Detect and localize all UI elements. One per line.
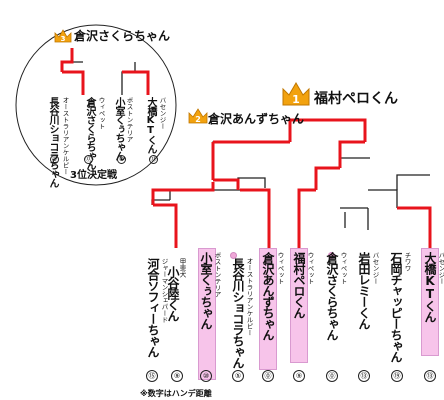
marker-dot xyxy=(328,252,335,259)
player-handicap-5: ⓪ xyxy=(262,370,274,382)
player-name-4: 長谷川ショコラちゃん xyxy=(231,258,245,368)
player-handicap-2: ⑨ xyxy=(171,370,183,382)
third-breed-4: バセンジー xyxy=(158,97,166,130)
third-player-2: 倉沢さくらちゃん xyxy=(84,97,95,169)
highlight-kurasawa-anzu xyxy=(259,248,277,370)
player-name-6: 福村ペロくん xyxy=(292,252,306,318)
player-handicap-7: ⓪ xyxy=(326,370,338,382)
crown-icon-3: 3 xyxy=(54,28,72,43)
crown-icon-1: 1 xyxy=(282,82,310,106)
player-name-3: 小室くぅちゃん xyxy=(199,252,213,329)
third-player-3: 小室くぅちゃん xyxy=(113,97,124,160)
highlight-fukumura xyxy=(290,248,308,363)
player-handicap-3: ⑩ xyxy=(200,370,212,382)
third-player-4: 大橋KTくん xyxy=(145,97,156,153)
player-handicap-4: ⑤ xyxy=(232,370,244,382)
player-breed-9: チワワ xyxy=(403,252,411,272)
player-handicap-10: ⑬ xyxy=(424,370,436,382)
svg-text:2: 2 xyxy=(195,115,201,124)
player-name-7: 倉沢さくらちゃん xyxy=(325,252,339,340)
third-handicap-3: ⑩ xyxy=(117,155,126,164)
third-breed-3: ボストンテリア xyxy=(125,97,133,143)
third-place-match-label: 3位決定戦 xyxy=(70,170,117,181)
player-name-8: 岩田レミーくん xyxy=(357,252,371,329)
marker-dot xyxy=(230,252,237,259)
player-breed-10: バセンジー xyxy=(437,252,444,285)
svg-text:3: 3 xyxy=(61,35,66,43)
player-handicap-8: ⑬ xyxy=(358,370,370,382)
player-name-5: 倉沢あんずちゃん xyxy=(261,252,275,340)
player-breed-1: ジャーマンシェパード xyxy=(160,258,168,323)
player-handicap-9: ⑲ xyxy=(391,370,403,382)
third-breed-1: オーストラリアンケルピー xyxy=(61,97,69,175)
svg-text:1: 1 xyxy=(292,93,300,106)
third-handicap-4: ⑬ xyxy=(149,155,158,164)
player-name-2: 小谷陸くん xyxy=(166,266,180,321)
runner-up-title: 倉沢あんずちゃん xyxy=(208,112,305,126)
player-breed-2: 甲斐犬 xyxy=(178,258,186,278)
crown-icon-2: 2 xyxy=(188,108,208,124)
player-breed-4: オーストラリアンケルピー xyxy=(245,258,253,336)
player-breed-6: ウィペット xyxy=(306,252,314,285)
third-handicap-2: ⓪ xyxy=(84,155,93,164)
third-player-1: 長谷川ショコラちゃん xyxy=(47,97,58,187)
third-breed-2: ウィペット xyxy=(97,97,105,130)
champion-title: 福村ペロくん xyxy=(314,91,398,107)
player-breed-3: ボストンテリア xyxy=(213,252,221,298)
player-breed-5: ウィペット xyxy=(276,252,284,285)
third-place-title: 倉沢さくらちゃん xyxy=(74,29,171,43)
player-name-10: 大橋KTくん xyxy=(423,252,437,322)
player-breed-7: ウィペット xyxy=(339,252,347,285)
highlight-ohashi xyxy=(421,248,439,356)
player-breed-8: バセンジー xyxy=(371,252,379,285)
player-name-1: 河合ソフィーちゃん xyxy=(146,258,160,357)
player-name-9: 石岡チャッピーちゃん xyxy=(389,252,403,362)
player-handicap-1: ⑮ xyxy=(146,370,158,382)
third-place-circle xyxy=(15,24,177,186)
player-handicap-6: ⑨ xyxy=(293,370,305,382)
third-handicap-1: ⑤ xyxy=(50,155,59,164)
handicap-note: ※数字はハンデ距離 xyxy=(140,389,212,398)
